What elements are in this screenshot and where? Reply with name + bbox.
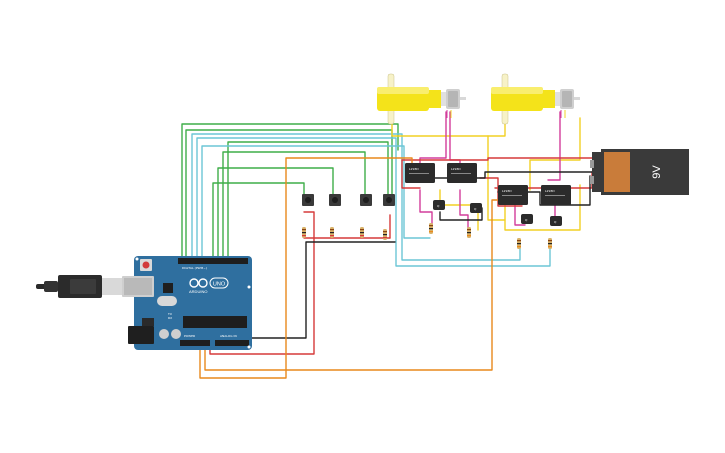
resistor-1[interactable] (302, 227, 306, 238)
driver-ic-2[interactable]: L293D (447, 163, 477, 183)
dc-motor-right[interactable] (491, 73, 580, 125)
ic-4-label: L293D (545, 189, 555, 193)
wire-magenta-2[interactable] (449, 111, 461, 171)
wire-magenta-5[interactable] (459, 189, 469, 231)
wire-green-1[interactable] (181, 123, 399, 263)
wire-green-3[interactable] (212, 182, 305, 263)
logo-brand: ARDUINO (189, 289, 207, 294)
usb-chip (163, 283, 173, 293)
wire-magenta-4[interactable] (419, 189, 433, 226)
wire-magenta-3[interactable] (547, 111, 561, 181)
resistor-3[interactable] (360, 227, 364, 238)
ic-3-label: L293D (502, 189, 512, 193)
wire-yellow-3[interactable] (487, 164, 506, 221)
wire-green-4[interactable] (217, 167, 334, 263)
resistors (302, 223, 552, 249)
wire-black-2[interactable] (419, 171, 599, 179)
resistor-2[interactable] (330, 227, 334, 238)
capacitor-1 (159, 329, 169, 339)
wire-red-1[interactable] (209, 211, 315, 355)
transistor-3[interactable]: Q (521, 214, 533, 224)
driver-ic-4[interactable]: L293D (541, 185, 571, 205)
capacitor-2 (171, 329, 181, 339)
wire-orange-1[interactable] (199, 157, 413, 379)
power-header-label: POWER (184, 334, 195, 338)
regulator (142, 318, 154, 326)
tx-label: TX (167, 312, 172, 316)
wire-yellow-6[interactable] (504, 184, 581, 231)
usb-cable[interactable] (36, 275, 122, 298)
resistor-5[interactable] (429, 223, 433, 234)
arduino-logo: ARDUINO UNO (189, 277, 229, 294)
driver-ic-1[interactable]: L293D (405, 163, 435, 183)
analog-header (215, 340, 249, 346)
wire-cyan-2[interactable] (196, 137, 551, 267)
wire-red-5[interactable] (401, 159, 421, 189)
transistor-2-label: Q (474, 207, 477, 211)
atmega-chip (183, 316, 247, 328)
push-button-4[interactable] (383, 194, 395, 206)
wire-cyan-1[interactable] (191, 133, 521, 263)
arduino-uno-board[interactable]: DIGITAL (PWM~) POWER ANALOG IN ARDUINO U… (122, 256, 252, 350)
transistor-1[interactable]: Q (433, 200, 445, 210)
transistor-4-label: Q (554, 220, 557, 224)
wire-green-5[interactable] (222, 151, 366, 263)
wire-orange-2[interactable] (204, 199, 501, 371)
resistor-6[interactable] (467, 227, 471, 238)
wire-yellow-4[interactable] (529, 117, 581, 191)
digital-header-label: DIGITAL (PWM~) (182, 266, 207, 270)
ic-1-label: L293D (409, 167, 419, 171)
wire-green-6[interactable] (227, 141, 389, 263)
wire-yellow-5[interactable] (439, 189, 479, 231)
ic-2-label: L293D (451, 167, 461, 171)
power-header (180, 340, 210, 346)
transistor-2[interactable]: Q (470, 203, 482, 213)
push-button-3[interactable] (360, 194, 372, 206)
wire-magenta-1[interactable] (419, 111, 447, 171)
analog-header-label: ANALOG IN (220, 334, 237, 338)
power-jack (128, 326, 154, 344)
transistor-3-label: Q (525, 218, 528, 222)
battery-9v[interactable]: 9V (590, 149, 689, 195)
transistor-4[interactable]: Q (550, 216, 562, 226)
resistor-4[interactable] (383, 229, 387, 240)
push-button-1[interactable] (302, 194, 314, 206)
wire-black-1[interactable] (239, 241, 396, 339)
wire-black-4[interactable] (439, 207, 483, 221)
logo-model: UNO (213, 282, 226, 288)
wire-yellow-1[interactable] (391, 117, 489, 166)
push-button-2[interactable] (329, 194, 341, 206)
battery-label: 9V (651, 165, 663, 179)
rx-label: RX (168, 316, 172, 320)
wire-magenta-6[interactable] (514, 199, 526, 226)
crystal (157, 296, 177, 306)
transistor-1-label: Q (437, 204, 440, 208)
wire-cyan-3[interactable] (201, 145, 431, 263)
driver-ic-3[interactable]: L293D (498, 185, 528, 205)
wire-green-2[interactable] (185, 129, 393, 263)
digital-header (178, 258, 248, 264)
resistor-7[interactable] (517, 238, 521, 249)
dc-motor-left[interactable] (377, 73, 466, 125)
resistor-8[interactable] (548, 238, 552, 249)
